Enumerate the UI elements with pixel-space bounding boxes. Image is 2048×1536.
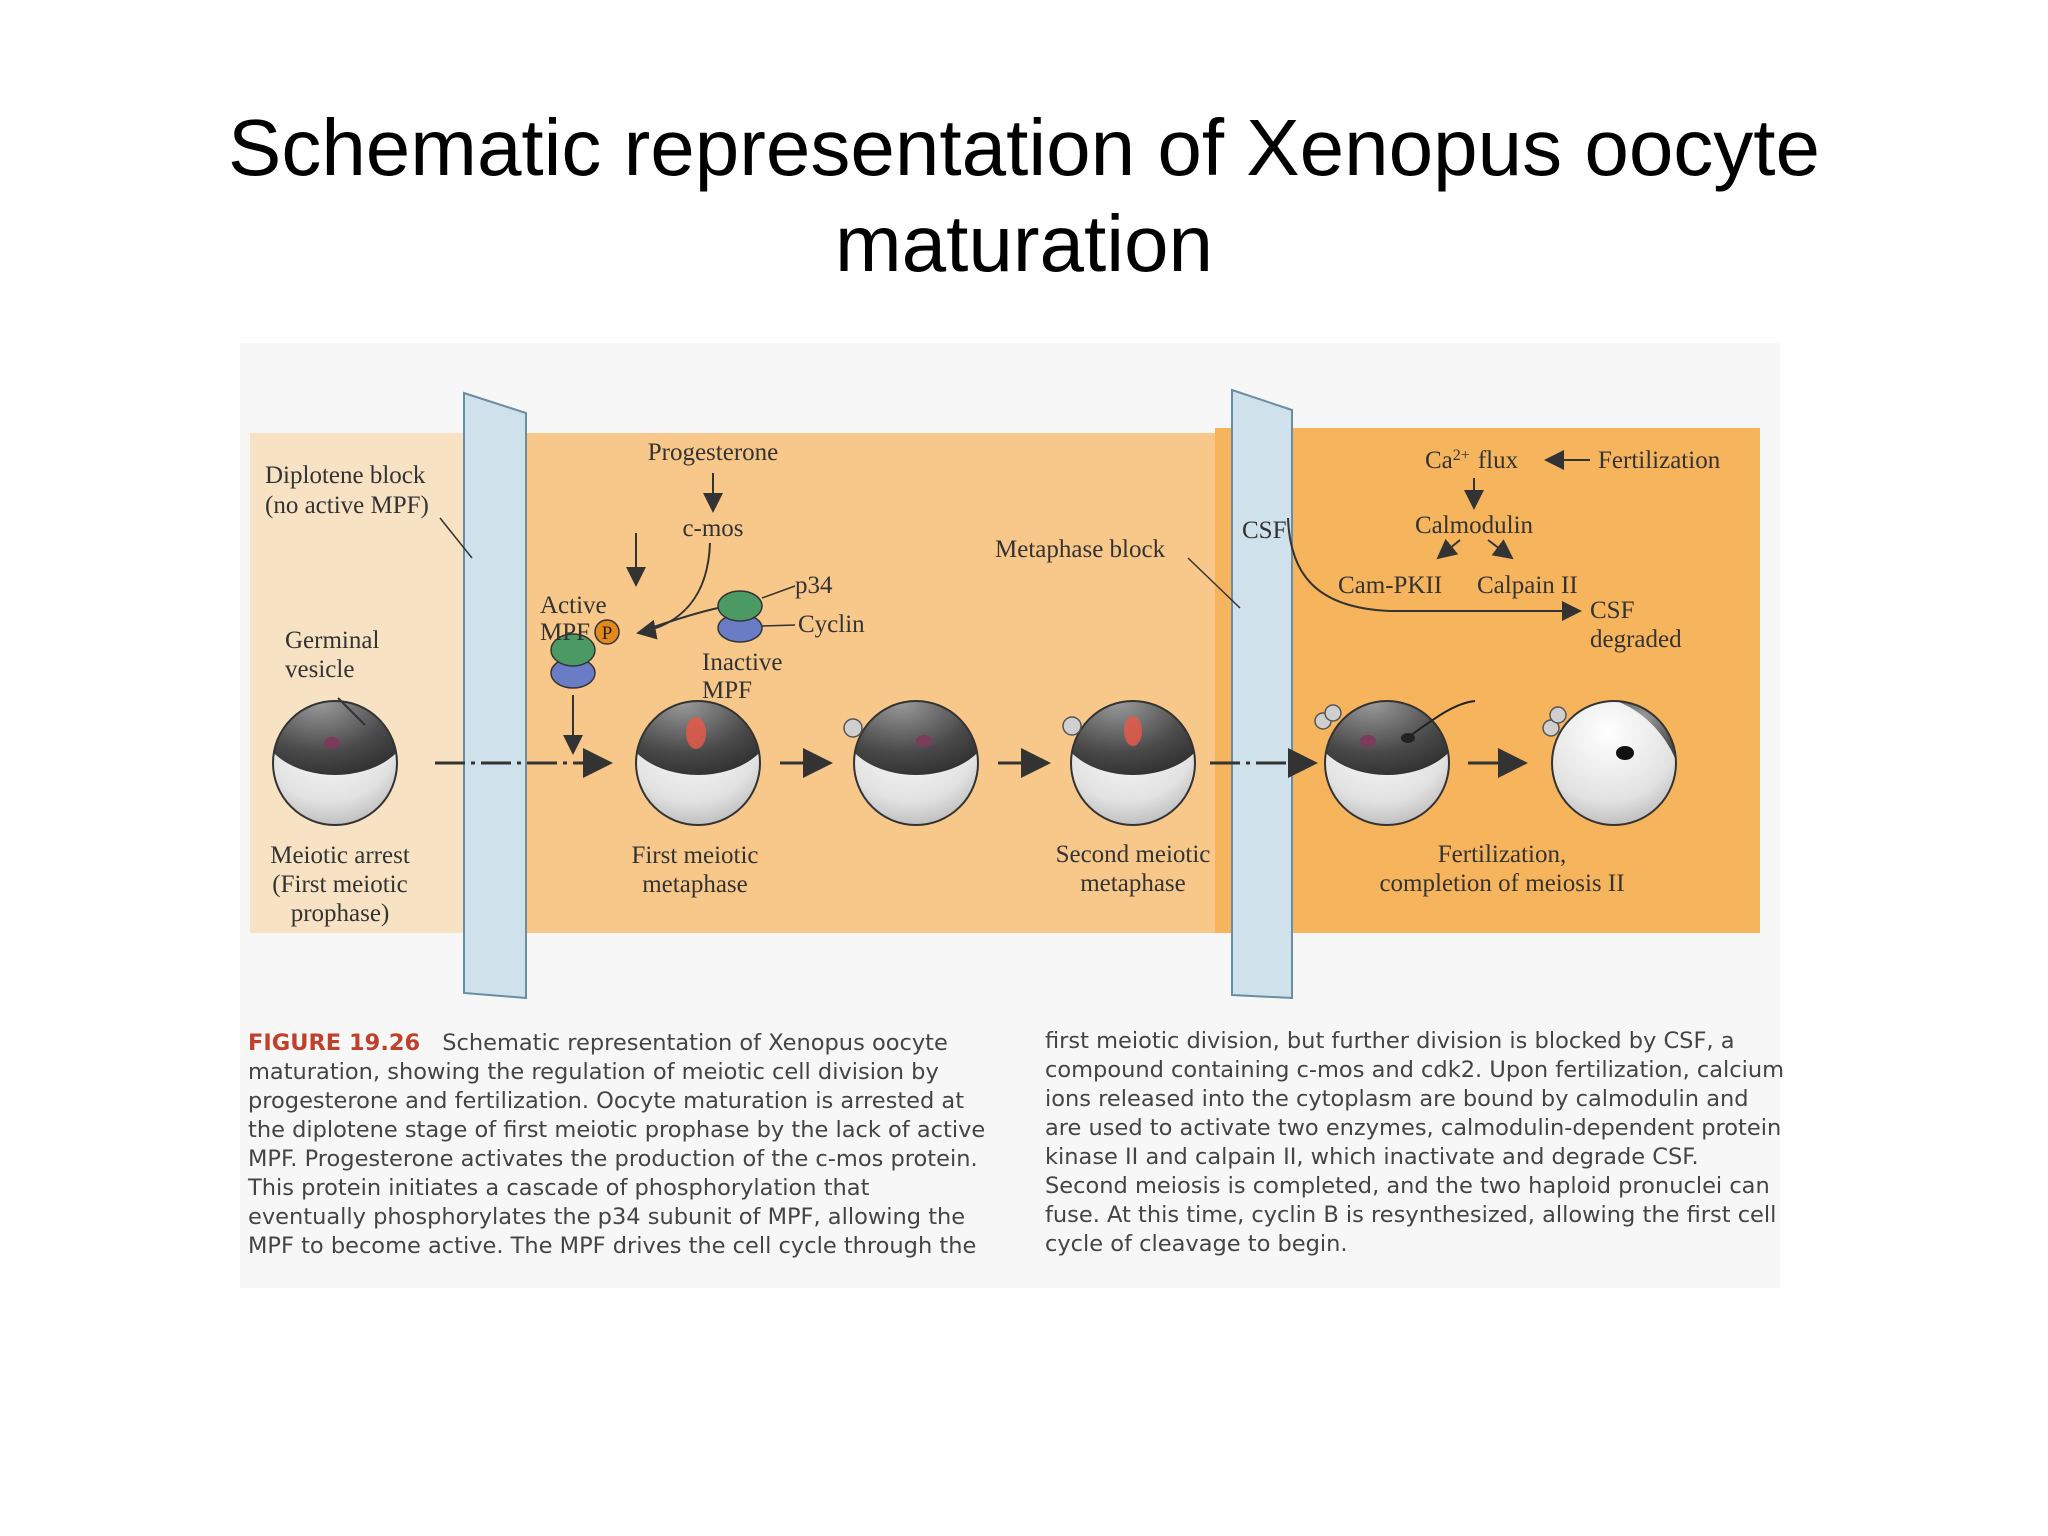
label-germinal-vesicle-1: Germinal (285, 627, 379, 654)
label-ca-flux: Ca2+flux (1425, 447, 1519, 475)
active-mpf-icon: P (550, 619, 620, 689)
egg-fertilization (1314, 700, 1476, 826)
egg-first-polar-body (843, 700, 979, 826)
germinal-vesicle-nucleus (324, 737, 340, 749)
sperm-tail-icon (1409, 700, 1476, 737)
germinal-vesicle-pointer (337, 697, 366, 726)
spindle-icon (1124, 716, 1142, 746)
metaphase-block-pointer (1187, 557, 1241, 609)
label-inactive-mpf-1: Inactive (702, 649, 783, 676)
arrow-cmos-to-active-mpf (636, 542, 711, 640)
caption-right-column: first meiotic division, but further divi… (1045, 1028, 1785, 1257)
arrow-inactive-to-active (641, 607, 719, 632)
label-c-mos: c-mos (682, 515, 743, 542)
diplotene-block-bar (463, 391, 527, 1000)
label-inactive-mpf-2: MPF (702, 677, 752, 704)
label-fertilization-completion-1: Fertilization, (1438, 841, 1566, 868)
label-fertilization-completion-2: completion of meiosis II (1379, 870, 1624, 897)
metaphase-block-bar (1231, 388, 1293, 1000)
label-cam-pkii: Cam-PKII (1338, 572, 1442, 599)
label-meiotic-arrest-1: Meiotic arrest (270, 842, 410, 869)
arrow-calmodulin-to-calpain (1487, 539, 1514, 560)
spindle-icon (686, 717, 706, 749)
diplotene-pointer (439, 517, 473, 559)
polar-body-icon (1324, 704, 1342, 722)
label-calpain-ii: Calpain II (1477, 572, 1578, 599)
egg-first-metaphase (635, 700, 761, 826)
label-diplotene-block-2: (no active MPF) (265, 492, 429, 519)
label-first-metaphase-1: First meiotic (631, 842, 758, 869)
label-diplotene-block-1: Diplotene block (265, 462, 426, 489)
egg-second-metaphase (1062, 700, 1196, 826)
label-second-metaphase-2: metaphase (1080, 870, 1186, 897)
label-progesterone: Progesterone (648, 439, 779, 466)
label-second-metaphase-1: Second meiotic (1056, 841, 1211, 868)
figure-number: FIGURE 19.26 (248, 1030, 421, 1056)
right-orange-panel (1215, 428, 1760, 933)
slide-title: Schematic representation of Xenopus oocy… (0, 100, 2048, 292)
egg-meiotic-arrest (272, 700, 398, 826)
left-pale-panel (250, 433, 470, 933)
polar-body-icon (1549, 706, 1567, 724)
arrow-csf-to-degraded (1287, 517, 1582, 621)
middle-orange-panel (470, 433, 1215, 933)
label-meiotic-arrest-2: (First meiotic (272, 871, 407, 898)
label-p34: p34 (795, 572, 833, 599)
phosphate-icon (594, 619, 620, 645)
label-active-mpf-2: MPF (540, 619, 590, 646)
caption-left-text: Schematic representation of Xenopus oocy… (248, 1030, 986, 1259)
pronucleus-icon (1616, 746, 1634, 760)
label-first-metaphase-2: metaphase (642, 871, 748, 898)
phosphate-label: P (602, 623, 613, 644)
label-meiotic-arrest-3: prophase) (291, 900, 390, 927)
label-fertilization-top: Fertilization (1598, 447, 1721, 474)
cyclin-pointer (761, 624, 796, 627)
label-calmodulin: Calmodulin (1415, 512, 1534, 539)
polar-body-icon (843, 718, 863, 738)
maturation-diagram: P Diplotene block (no active MPF) Germin… (250, 388, 1760, 1000)
slide-title-line-2: maturation (835, 199, 1213, 288)
slide-title-line-1: Schematic representation of Xenopus oocy… (227, 103, 1821, 192)
label-metaphase-block: Metaphase block (995, 536, 1166, 563)
label-active-mpf-1: Active (540, 592, 607, 619)
figure-image: P Diplotene block (no active MPF) Germin… (240, 343, 1784, 1288)
p34-pointer (761, 585, 796, 599)
label-csf-degraded-2: degraded (1590, 626, 1682, 653)
arrow-calmodulin-to-campkii (1436, 538, 1461, 560)
label-cyclin: Cyclin (798, 611, 865, 638)
inactive-mpf-icon (717, 590, 763, 643)
label-csf: CSF (1242, 517, 1286, 544)
label-germinal-vesicle-2: vesicle (285, 656, 354, 683)
polar-body-icon (1062, 716, 1082, 736)
label-csf-degraded-1: CSF (1590, 597, 1634, 624)
egg-zygote (1542, 700, 1677, 826)
